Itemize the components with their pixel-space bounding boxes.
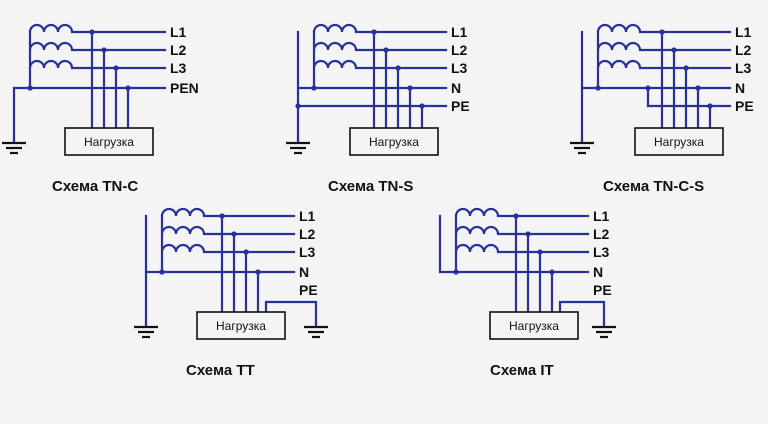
node bbox=[525, 231, 531, 237]
local-earth-wire bbox=[558, 300, 606, 328]
node bbox=[243, 249, 249, 255]
load-box bbox=[489, 311, 579, 340]
node bbox=[311, 85, 317, 91]
node bbox=[371, 29, 377, 35]
load-box bbox=[64, 127, 154, 156]
node bbox=[295, 103, 301, 109]
line-label-l1: L1 bbox=[593, 208, 610, 224]
line-label-l1: L1 bbox=[735, 24, 752, 40]
local-ground-symbol bbox=[592, 325, 616, 339]
diagram-tn-c-s: Нагрузка L1 L2 L3 N PE Схема TN-C-S bbox=[570, 23, 754, 195]
coil-l3 bbox=[312, 59, 358, 69]
ground-symbol bbox=[134, 325, 158, 339]
node bbox=[595, 85, 601, 91]
coil-l2 bbox=[160, 225, 206, 235]
coil-l3 bbox=[454, 243, 500, 253]
coil-l3 bbox=[28, 59, 74, 69]
line-label-l1: L1 bbox=[451, 24, 468, 40]
line-label-l1: L1 bbox=[170, 24, 187, 40]
line-label-l2: L2 bbox=[593, 226, 610, 242]
line-label-l3: L3 bbox=[299, 244, 316, 260]
line-label-pe: PE bbox=[299, 282, 318, 298]
caption-tt: Схема TT bbox=[186, 362, 255, 379]
ground-symbol bbox=[570, 141, 594, 155]
load-box bbox=[196, 311, 286, 340]
line-label-l2: L2 bbox=[451, 42, 468, 58]
coil-l1 bbox=[312, 23, 358, 33]
line-label-l2: L2 bbox=[299, 226, 316, 242]
node bbox=[231, 231, 237, 237]
node bbox=[707, 103, 713, 109]
node bbox=[645, 85, 651, 91]
node bbox=[549, 269, 555, 275]
node bbox=[537, 249, 543, 255]
line-label-n: N bbox=[593, 264, 603, 280]
load-label: Нагрузка bbox=[84, 135, 134, 149]
load-box bbox=[349, 127, 439, 156]
coil-l2 bbox=[312, 41, 358, 51]
load-box bbox=[634, 127, 724, 156]
load-label: Нагрузка bbox=[654, 135, 704, 149]
node bbox=[255, 269, 261, 275]
line-label-l3: L3 bbox=[593, 244, 610, 260]
node bbox=[683, 65, 689, 71]
line-label-pen: PEN bbox=[170, 80, 199, 96]
ground-symbol bbox=[286, 141, 310, 155]
node bbox=[395, 65, 401, 71]
node bbox=[659, 29, 665, 35]
caption-tn-c: Схема TN-C bbox=[52, 178, 138, 195]
coil-l2 bbox=[28, 41, 74, 51]
node bbox=[419, 103, 425, 109]
coil-l1 bbox=[596, 23, 642, 33]
diagram-tn-c: Нагрузка L1 L2 L3 PEN Схема TN-C bbox=[2, 23, 199, 195]
node bbox=[513, 213, 519, 219]
line-label-l3: L3 bbox=[451, 60, 468, 76]
coil-l3 bbox=[596, 59, 642, 69]
load-label: Нагрузка bbox=[369, 135, 419, 149]
line-label-l3: L3 bbox=[735, 60, 752, 76]
line-label-l3: L3 bbox=[170, 60, 187, 76]
line-label-pe: PE bbox=[735, 98, 754, 114]
coil-l1 bbox=[454, 207, 500, 217]
line-label-n: N bbox=[451, 80, 461, 96]
node bbox=[407, 85, 413, 91]
caption-tn-s: Схема TN-S bbox=[328, 178, 413, 195]
local-ground-symbol bbox=[304, 325, 328, 339]
load-label: Нагрузка bbox=[216, 319, 266, 333]
node bbox=[695, 85, 701, 91]
line-label-l2: L2 bbox=[170, 42, 187, 58]
coil-l1 bbox=[160, 207, 206, 217]
node bbox=[219, 213, 225, 219]
node bbox=[27, 85, 33, 91]
node bbox=[101, 47, 107, 53]
node bbox=[383, 47, 389, 53]
node bbox=[159, 269, 165, 275]
load-label: Нагрузка bbox=[509, 319, 559, 333]
local-earth-wire bbox=[264, 300, 318, 328]
caption-it: Схема IT bbox=[490, 362, 554, 379]
line-label-pe: PE bbox=[451, 98, 470, 114]
ground-symbol bbox=[2, 141, 26, 155]
line-label-l1: L1 bbox=[299, 208, 316, 224]
node bbox=[453, 269, 459, 275]
node bbox=[113, 65, 119, 71]
line-label-n: N bbox=[735, 80, 745, 96]
node bbox=[125, 85, 131, 91]
coil-l2 bbox=[454, 225, 500, 235]
diagram-it: Нагрузка L1 L2 L3 N PE Схема IT bbox=[438, 207, 616, 379]
coil-l1 bbox=[28, 23, 74, 33]
diagram-tn-s: Нагрузка L1 L2 L3 N PE Схема TN-S bbox=[286, 23, 470, 195]
coil-l2 bbox=[596, 41, 642, 51]
line-label-l2: L2 bbox=[735, 42, 752, 58]
caption-tn-c-s: Схема TN-C-S bbox=[603, 178, 704, 195]
diagram-tt: Нагрузка L1 L2 L3 N PE Схема TT bbox=[134, 207, 328, 379]
line-label-pe: PE bbox=[593, 282, 612, 298]
line-label-n: N bbox=[299, 264, 309, 280]
node bbox=[671, 47, 677, 53]
node bbox=[89, 29, 95, 35]
coil-l3 bbox=[160, 243, 206, 253]
